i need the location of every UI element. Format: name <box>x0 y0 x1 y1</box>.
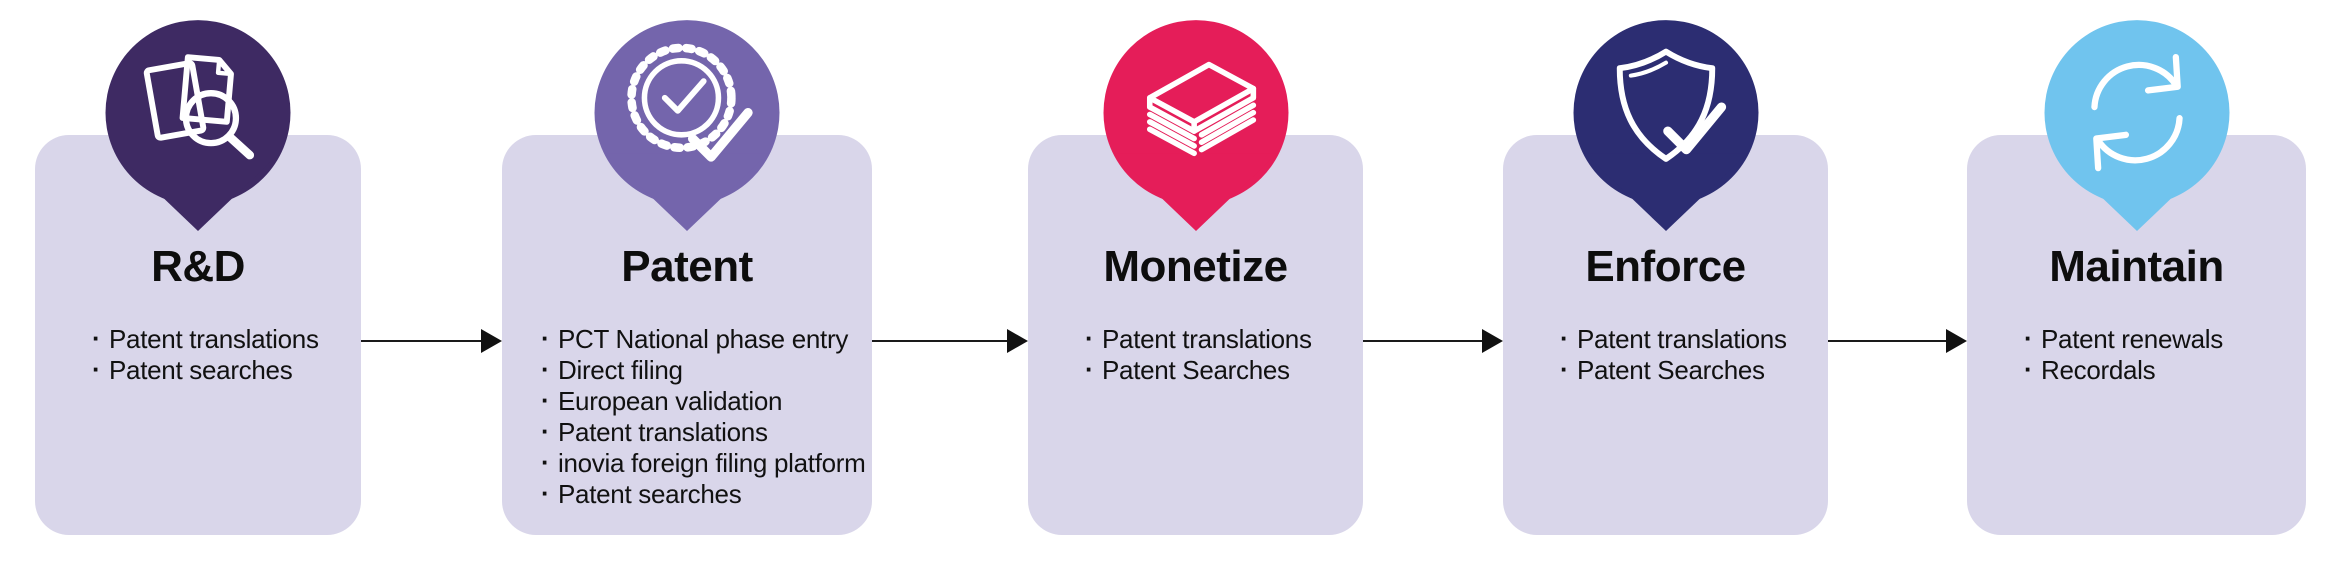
bullet-item: European validation <box>541 385 866 417</box>
bullet-item: Patent searches <box>92 354 355 386</box>
map-pin-enforce <box>1573 20 1758 233</box>
arrowhead-icon <box>1946 329 1967 353</box>
bullet-item: Patent searches <box>541 478 866 510</box>
bullet-list: Patent translations Patent searches <box>35 323 361 386</box>
bullet-item: Patent translations <box>541 416 866 448</box>
renewal-cycle-icon <box>2090 53 2183 172</box>
stage-title: Maintain <box>2049 242 2224 291</box>
arrowhead-icon <box>481 329 502 353</box>
bullet-item: PCT National phase entry <box>541 323 866 355</box>
bullet-item: inovia foreign filing platform <box>541 447 866 479</box>
bullet-item: Patent translations <box>92 323 355 355</box>
stage-rd: R&D Patent translations Patent searches <box>35 0 361 578</box>
arrowhead-icon <box>1007 329 1028 353</box>
stage-title: Monetize <box>1103 242 1288 291</box>
arrowhead-icon <box>1482 329 1503 353</box>
bullet-item: Patent translations <box>1085 323 1357 355</box>
connector-arrow <box>1363 329 1503 353</box>
map-pin-patent <box>594 20 780 233</box>
stage-maintain: Maintain Patent renewals Recordals <box>1967 0 2306 578</box>
connector-arrow <box>872 329 1028 353</box>
stage-card-maintain: Maintain Patent renewals Recordals <box>1967 135 2306 535</box>
map-pin-monetize <box>1103 20 1288 233</box>
bullet-item: Patent Searches <box>1560 354 1822 386</box>
certified-seal-icon <box>627 43 753 162</box>
pin-shape <box>1103 20 1288 232</box>
bullet-list: PCT National phase entry Direct filing E… <box>502 323 872 510</box>
bullet-list: Patent translations Patent Searches <box>1503 323 1828 386</box>
connector-arrow <box>1828 329 1967 353</box>
bullet-item: Recordals <box>2024 354 2300 386</box>
stage-monetize: Monetize Patent translations Patent Sear… <box>1028 0 1363 578</box>
pin-shape <box>2044 20 2229 232</box>
stage-patent: Patent PCT National phase entry Direct f… <box>502 0 872 578</box>
bullet-item: Patent renewals <box>2024 323 2300 355</box>
shield-check-icon <box>1616 48 1726 162</box>
bullet-list: Patent translations Patent Searches <box>1028 323 1363 386</box>
stage-enforce: Enforce Patent translations Patent Searc… <box>1503 0 1828 578</box>
connector-arrow <box>361 329 502 353</box>
documents-search-icon <box>143 54 255 160</box>
stage-title: R&D <box>151 242 245 291</box>
bullet-item: Direct filing <box>541 354 866 386</box>
map-pin-maintain <box>2044 20 2229 233</box>
stage-title: Enforce <box>1585 242 1746 291</box>
bullet-item: Patent translations <box>1560 323 1822 355</box>
money-stack-icon <box>1146 61 1256 157</box>
pin-shape <box>105 20 291 232</box>
bullet-list: Patent renewals Recordals <box>1967 323 2306 386</box>
stage-title: Patent <box>621 242 753 291</box>
bullet-item: Patent Searches <box>1085 354 1357 386</box>
map-pin-rd <box>105 20 291 233</box>
